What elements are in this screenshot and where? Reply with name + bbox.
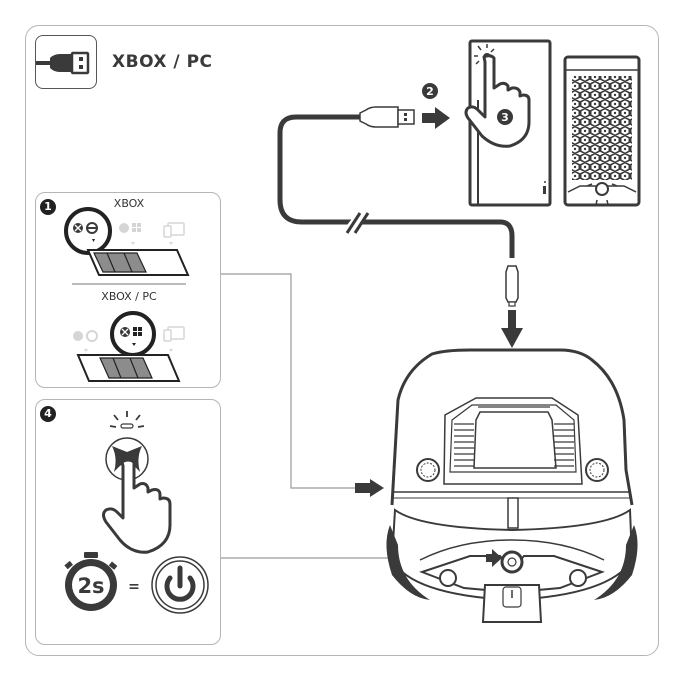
xbox-wheel-icon-faded bbox=[73, 331, 97, 352]
svg-text:=: = bbox=[128, 579, 140, 595]
svg-text:2s: 2s bbox=[77, 574, 104, 598]
bluetooth-phone-icon-faded-2 bbox=[164, 327, 184, 352]
arrow-to-wheel-mode bbox=[355, 479, 384, 497]
light-glow-icon bbox=[110, 411, 144, 428]
step-2-badge: 2 bbox=[422, 83, 438, 99]
bluetooth-phone-icon-faded bbox=[164, 223, 184, 245]
power-icon bbox=[152, 557, 208, 613]
arrow-to-console bbox=[422, 107, 450, 129]
xbox-series-s-console bbox=[565, 57, 639, 205]
step-3-badge: 3 bbox=[497, 109, 513, 125]
usb-c-plug-icon bbox=[506, 266, 518, 306]
svg-text:2: 2 bbox=[426, 85, 434, 98]
usb-a-plug-icon bbox=[360, 107, 414, 127]
step-4-panel: 4 2s = bbox=[35, 399, 221, 645]
mode-switch-diagram bbox=[36, 193, 222, 389]
svg-text:3: 3 bbox=[501, 111, 509, 124]
arrow-to-wheel bbox=[501, 310, 523, 348]
stopwatch-icon: 2s bbox=[64, 552, 117, 611]
power-on-diagram: 2s = bbox=[36, 400, 222, 646]
connector-line-step1 bbox=[221, 274, 355, 488]
step-1-panel: 1 XBOX XBOX / PC bbox=[35, 192, 221, 388]
racing-wheel-base bbox=[386, 350, 637, 622]
xbox-windows-icon-faded bbox=[119, 223, 141, 245]
